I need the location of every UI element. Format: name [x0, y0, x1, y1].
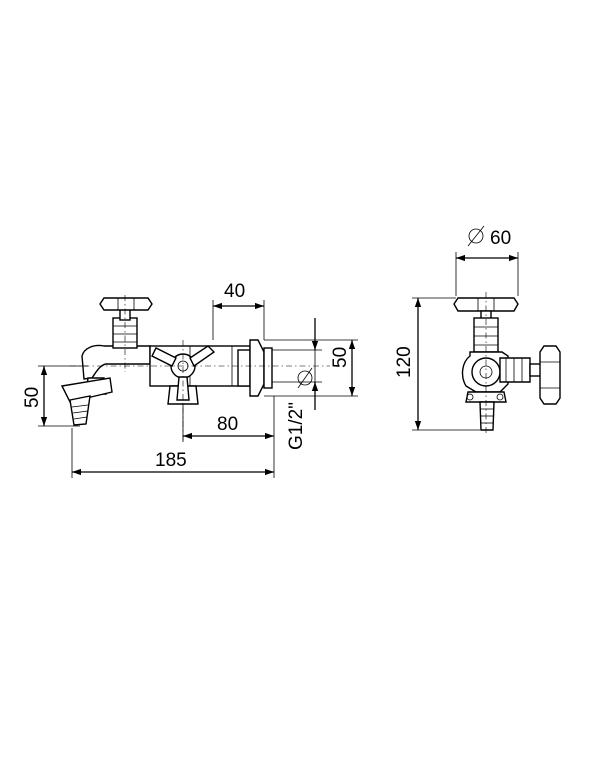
front-view [60, 295, 330, 440]
side-view [453, 292, 561, 436]
dim-height-label: 120 [394, 346, 415, 378]
thread-label: G1/2" [286, 402, 307, 450]
dim-diameter-label: 60 [490, 228, 511, 249]
wall-flange [249, 339, 273, 397]
side-handle [539, 345, 561, 405]
dim-offset-top-label: 40 [224, 281, 245, 302]
side-hose-tail [465, 391, 507, 431]
dim-width-total-label: 185 [155, 450, 187, 471]
diameter-symbol [468, 228, 484, 244]
dim-offset-bottom-label: 80 [217, 414, 238, 435]
dim-flange-height-label: 50 [330, 347, 351, 368]
dim-height-left-label: 50 [22, 387, 43, 408]
side-body [461, 351, 545, 393]
side-dimensions: 60 120 [394, 225, 519, 431]
top-handle [99, 297, 153, 311]
front-dimensions: 40 50 80 185 50 G1/2" [22, 281, 358, 478]
hose-spout [60, 377, 113, 426]
